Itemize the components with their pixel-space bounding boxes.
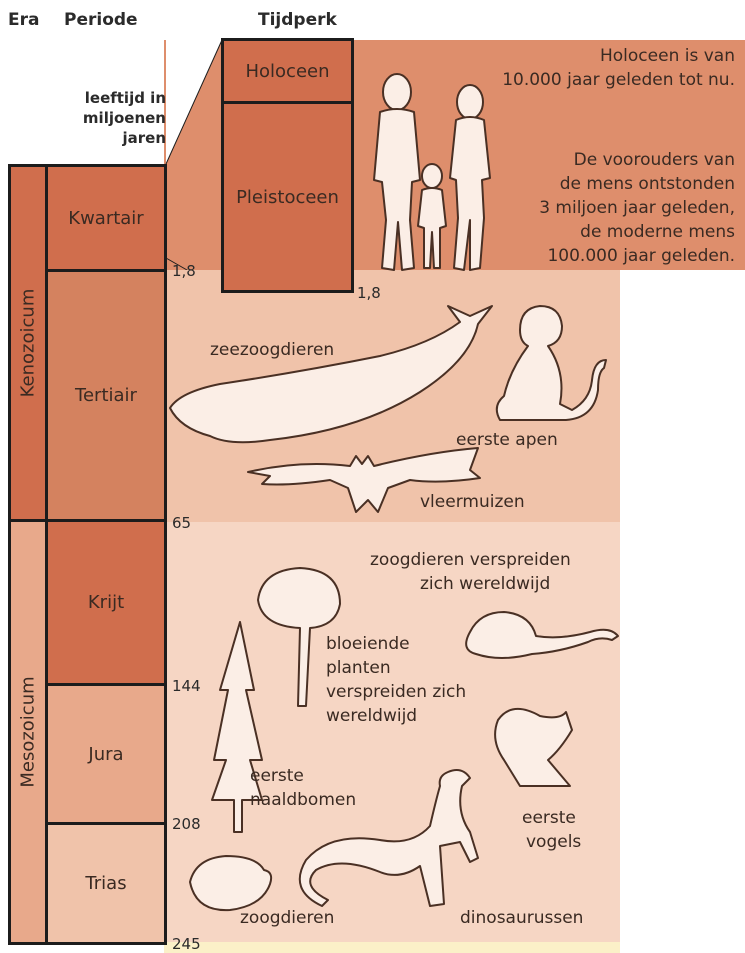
small-mammal-icon (190, 856, 271, 910)
whale-icon (170, 306, 492, 442)
note-mens-4: de moderne mens (580, 220, 735, 244)
label-naald-2: naaldbomen (250, 788, 356, 812)
label-zoog-spread-2: zich wereldwijd (420, 572, 550, 596)
label-dinosaurussen: dinosaurussen (460, 906, 583, 930)
bird-icon (495, 709, 572, 786)
label-bloei-4: wereldwijd (326, 704, 417, 728)
human-figures-icon (374, 74, 490, 270)
label-bloei-3: verspreiden zich (326, 680, 466, 704)
note-holoceen-1: Holoceen is van (600, 44, 735, 68)
note-mens-5: 100.000 jaar geleden. (547, 244, 735, 268)
label-eerste-apen: eerste apen (456, 428, 558, 452)
label-zoog-spread-1: zoogdieren verspreiden (370, 548, 571, 572)
note-holoceen-2: 10.000 jaar geleden tot nu. (502, 68, 735, 92)
note-mens-2: de mens ontstonden (560, 172, 735, 196)
note-mens-1: De voorouders van (574, 148, 735, 172)
label-bloei-2: planten (326, 656, 391, 680)
label-zeezoogdieren: zeezoogdieren (210, 338, 334, 362)
label-naald-1: eerste (250, 764, 304, 788)
label-bloei-1: bloeiende (326, 632, 410, 656)
note-mens-3: 3 miljoen jaar geleden, (539, 196, 735, 220)
label-zoogdieren: zoogdieren (240, 906, 334, 930)
label-vleermuizen: vleermuizen (420, 490, 525, 514)
mouse-icon (466, 612, 618, 658)
label-vogels-2: vogels (526, 830, 581, 854)
label-vogels-1: eerste (522, 806, 576, 830)
monkey-icon (497, 306, 606, 420)
